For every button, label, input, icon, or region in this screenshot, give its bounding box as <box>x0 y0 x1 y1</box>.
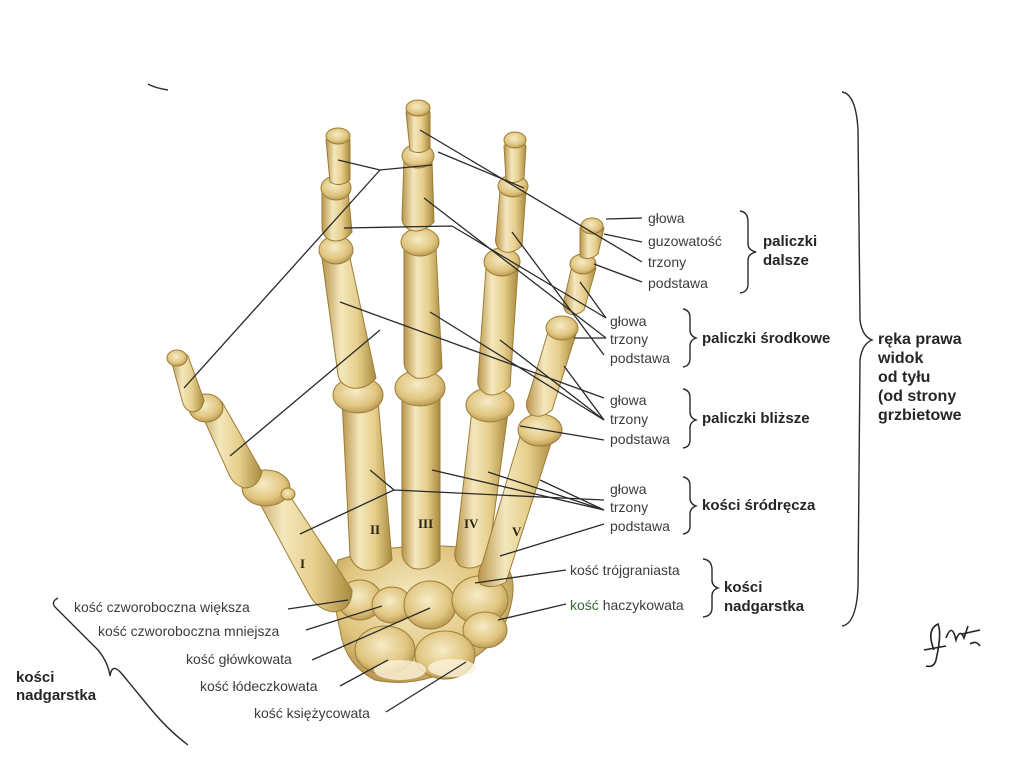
capitate-bone <box>403 580 457 630</box>
group-carpal-right-line1: kości <box>724 579 763 596</box>
label-triquetrum: kość trójgraniasta <box>570 562 680 578</box>
label-metacarpal-base: podstawa <box>610 518 670 534</box>
group-carpal-left-line1: kości <box>16 669 55 686</box>
hand-title-line4: (od strony <box>878 388 957 405</box>
label-proximal-head: głowa <box>610 392 647 408</box>
label-capitate: kość główkowata <box>186 651 292 667</box>
group-proximal-phalanges: paliczki bliższe <box>702 410 810 427</box>
label-middle-base: podstawa <box>610 350 670 366</box>
group-metacarpals: kości śródręcza <box>702 497 816 514</box>
label-lunate: kość księżycowata <box>254 705 370 721</box>
label-distal-tuberosity: guzowatość <box>648 233 722 249</box>
thumb-bones <box>166 349 353 613</box>
group-carpal-right-line2: nadgarstka <box>724 598 805 615</box>
middle-finger-bones <box>394 99 446 570</box>
numeral-II: II <box>370 522 381 537</box>
numeral-III: III <box>418 516 434 531</box>
label-distal-shaft: trzony <box>648 254 687 270</box>
carpal-bones <box>333 545 514 683</box>
ring-finger-bones <box>454 131 529 569</box>
label-scaphoid: kość łódeczkowata <box>200 678 318 694</box>
label-trapezoid: kość czworoboczna mniejsza <box>98 623 280 639</box>
label-metacarpal-shaft: trzony <box>610 499 649 515</box>
label-hamate-word1: kość <box>570 597 599 613</box>
group-middle-phalanges: paliczki środkowe <box>702 330 831 347</box>
group-distal-line2: dalsze <box>763 252 809 269</box>
label-proximal-base: podstawa <box>610 431 670 447</box>
label-trapezium: kość czworoboczna większa <box>74 599 250 615</box>
label-proximal-shaft: trzony <box>610 411 649 427</box>
label-hamate: kość haczykowata <box>570 597 684 613</box>
label-hamate-word2: haczykowata <box>602 597 684 613</box>
braces <box>52 91 874 746</box>
numeral-V: V <box>512 524 522 539</box>
index-finger-bones <box>318 127 393 571</box>
hand-title-line1: ręka prawa <box>878 331 962 348</box>
label-distal-head: głowa <box>648 210 685 226</box>
numeral-IV: IV <box>464 516 479 531</box>
group-carpal-left-line2: nadgarstka <box>16 687 97 704</box>
numeral-I: I <box>300 556 306 571</box>
label-middle-head: głowa <box>610 313 647 329</box>
triquetrum-bone <box>462 611 508 649</box>
label-metacarpal-head: głowa <box>610 481 647 497</box>
hand-title-line5: grzbietowe <box>878 407 962 424</box>
hand-title-line2: widok <box>878 350 924 367</box>
top-left-mark <box>147 83 169 91</box>
little-finger-bones <box>477 217 605 588</box>
label-distal-base: podstawa <box>648 275 708 291</box>
label-middle-shaft: trzony <box>610 331 649 347</box>
group-distal-line1: paliczki <box>763 233 818 250</box>
leader-lines <box>183 129 643 713</box>
signature <box>923 622 981 668</box>
hand-title-line3: od tyłu <box>878 369 931 386</box>
